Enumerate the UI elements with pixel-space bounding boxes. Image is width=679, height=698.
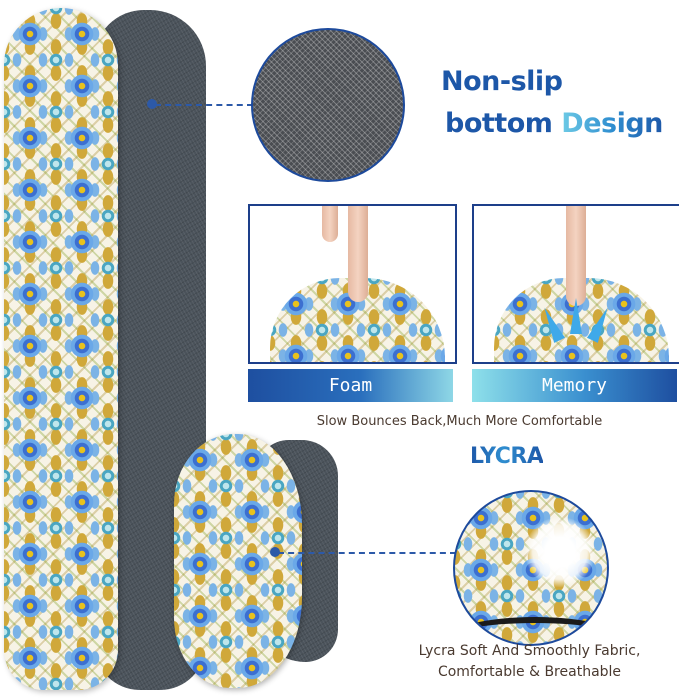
- non-slip-title-bottom: bottom: [445, 108, 562, 139]
- rebound-arrow-icon: [570, 298, 582, 334]
- foam-label: Foam: [248, 369, 453, 402]
- foam-demo-panel: [248, 204, 457, 364]
- heel-pad-floral-top: [174, 434, 302, 688]
- finger-press-icon: [566, 206, 586, 306]
- insole-edge: [455, 617, 607, 644]
- fabric-softness-highlight: [525, 517, 595, 587]
- non-slip-title-line1: Non-slip: [441, 66, 563, 97]
- non-slip-texture-closeup: [251, 28, 405, 182]
- callout-line-lycra: [278, 552, 456, 554]
- lycra-title-text: LYCRA: [470, 444, 544, 469]
- lycra-caption-line1: Lycra Soft And Smoothly Fabric,: [418, 643, 641, 659]
- memory-label: Memory: [472, 369, 677, 402]
- comparison-caption: Slow Bounces Back,Much More Comfortable: [316, 414, 603, 429]
- callout-dot-non-slip: [147, 99, 157, 109]
- memory-demo-panel: [472, 204, 679, 364]
- lycra-caption: Lycra Soft And Smoothly Fabric, Comforta…: [380, 641, 679, 683]
- callout-line-non-slip: [155, 104, 253, 106]
- callout-dot-lycra: [270, 547, 280, 557]
- non-slip-title-design: Design: [561, 108, 663, 139]
- non-slip-title-line2: bottom Design: [445, 108, 663, 139]
- finger-press-icon: [348, 206, 368, 302]
- lycra-caption-line2: Comfortable & Breathable: [437, 664, 622, 680]
- finger-secondary-icon: [322, 206, 338, 242]
- lycra-title: LYCRA: [470, 444, 544, 469]
- long-insole-floral-top: [4, 8, 118, 690]
- lycra-fabric-closeup: [453, 490, 609, 646]
